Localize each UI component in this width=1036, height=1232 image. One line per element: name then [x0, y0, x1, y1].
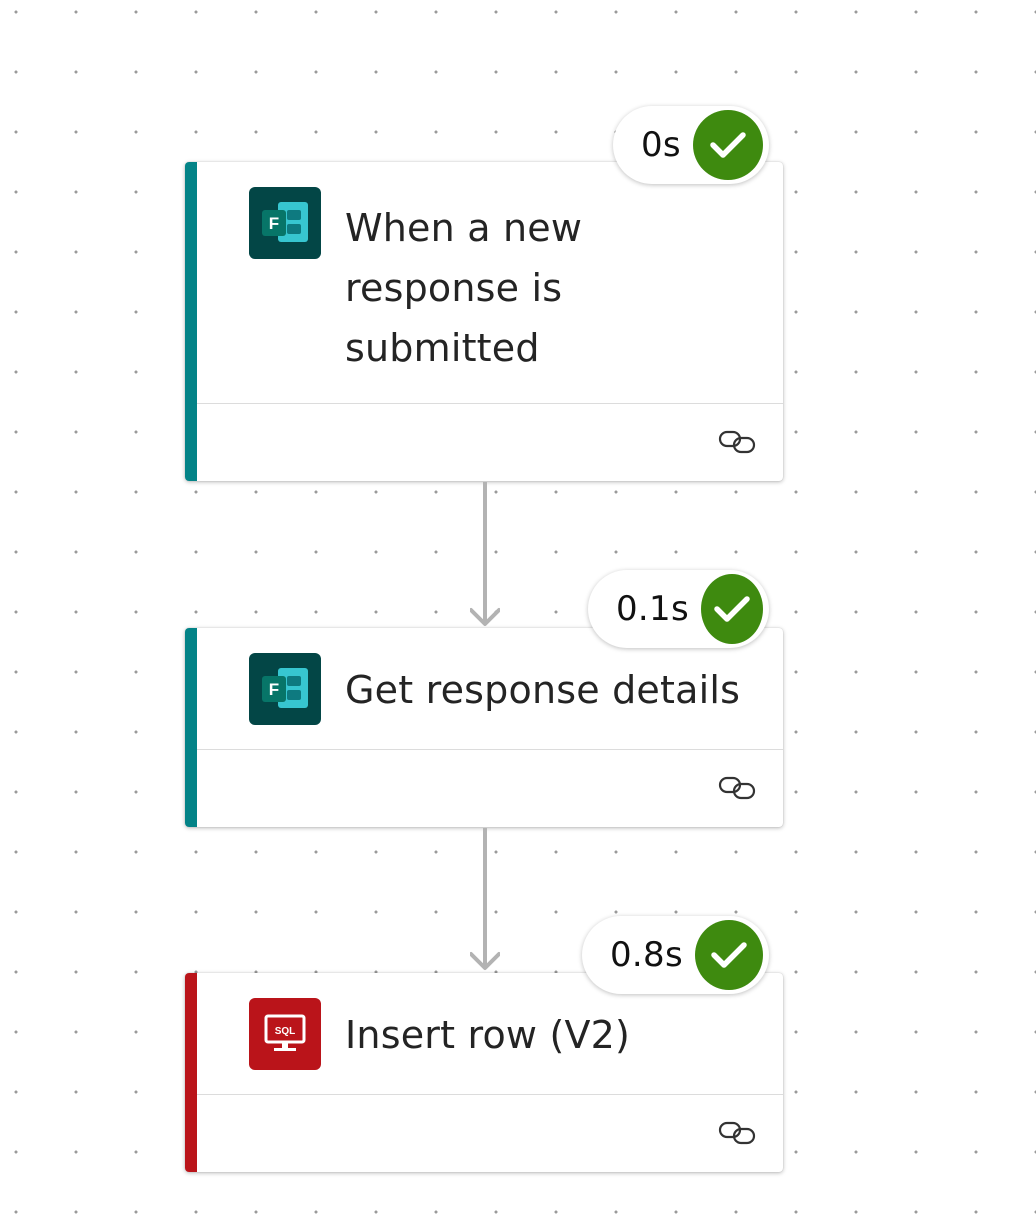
sql-server-icon: SQL [249, 998, 321, 1070]
connection-link-icon[interactable] [717, 426, 757, 458]
step-title-line: Insert row (V2) [345, 1013, 631, 1057]
flow-step-trigger[interactable]: F When a new response is submitted [185, 162, 783, 481]
step-accent-bar [185, 162, 197, 481]
success-check-icon [695, 920, 763, 990]
step-accent-bar [185, 973, 197, 1172]
flow-connector-arrow [470, 828, 500, 970]
step-title-line: When a new [345, 206, 583, 250]
connection-link-icon[interactable] [717, 772, 757, 804]
step-divider [197, 403, 783, 404]
step-title-line: Get response details [345, 668, 741, 712]
microsoft-forms-icon: F [249, 187, 321, 259]
step-accent-bar [185, 628, 197, 827]
step-title-line: response is [345, 266, 563, 310]
connection-link-icon[interactable] [717, 1117, 757, 1149]
microsoft-forms-icon: F [249, 653, 321, 725]
flow-connector-arrow [470, 482, 500, 626]
run-duration: 0.1s [616, 589, 689, 629]
run-duration-badge: 0.1s [588, 570, 769, 648]
step-divider [197, 749, 783, 750]
flow-step-get-response-details[interactable]: F Get response details [185, 628, 783, 827]
run-duration: 0.8s [610, 935, 683, 975]
flow-step-insert-row[interactable]: SQL Insert row (V2) [185, 973, 783, 1172]
svg-text:F: F [269, 680, 279, 699]
success-check-icon [701, 574, 763, 644]
svg-text:F: F [269, 214, 279, 233]
success-check-icon [692, 110, 763, 180]
step-title: Get response details [345, 660, 740, 720]
run-duration-badge: 0.8s [582, 916, 769, 994]
step-divider [197, 1094, 783, 1095]
step-title: Insert row (V2) [345, 1005, 630, 1065]
step-title: When a new response is submitted [345, 198, 582, 378]
run-duration-badge: 0s [613, 106, 769, 184]
svg-text:SQL: SQL [275, 1026, 296, 1037]
run-duration: 0s [641, 125, 681, 165]
step-title-line: submitted [345, 326, 540, 370]
